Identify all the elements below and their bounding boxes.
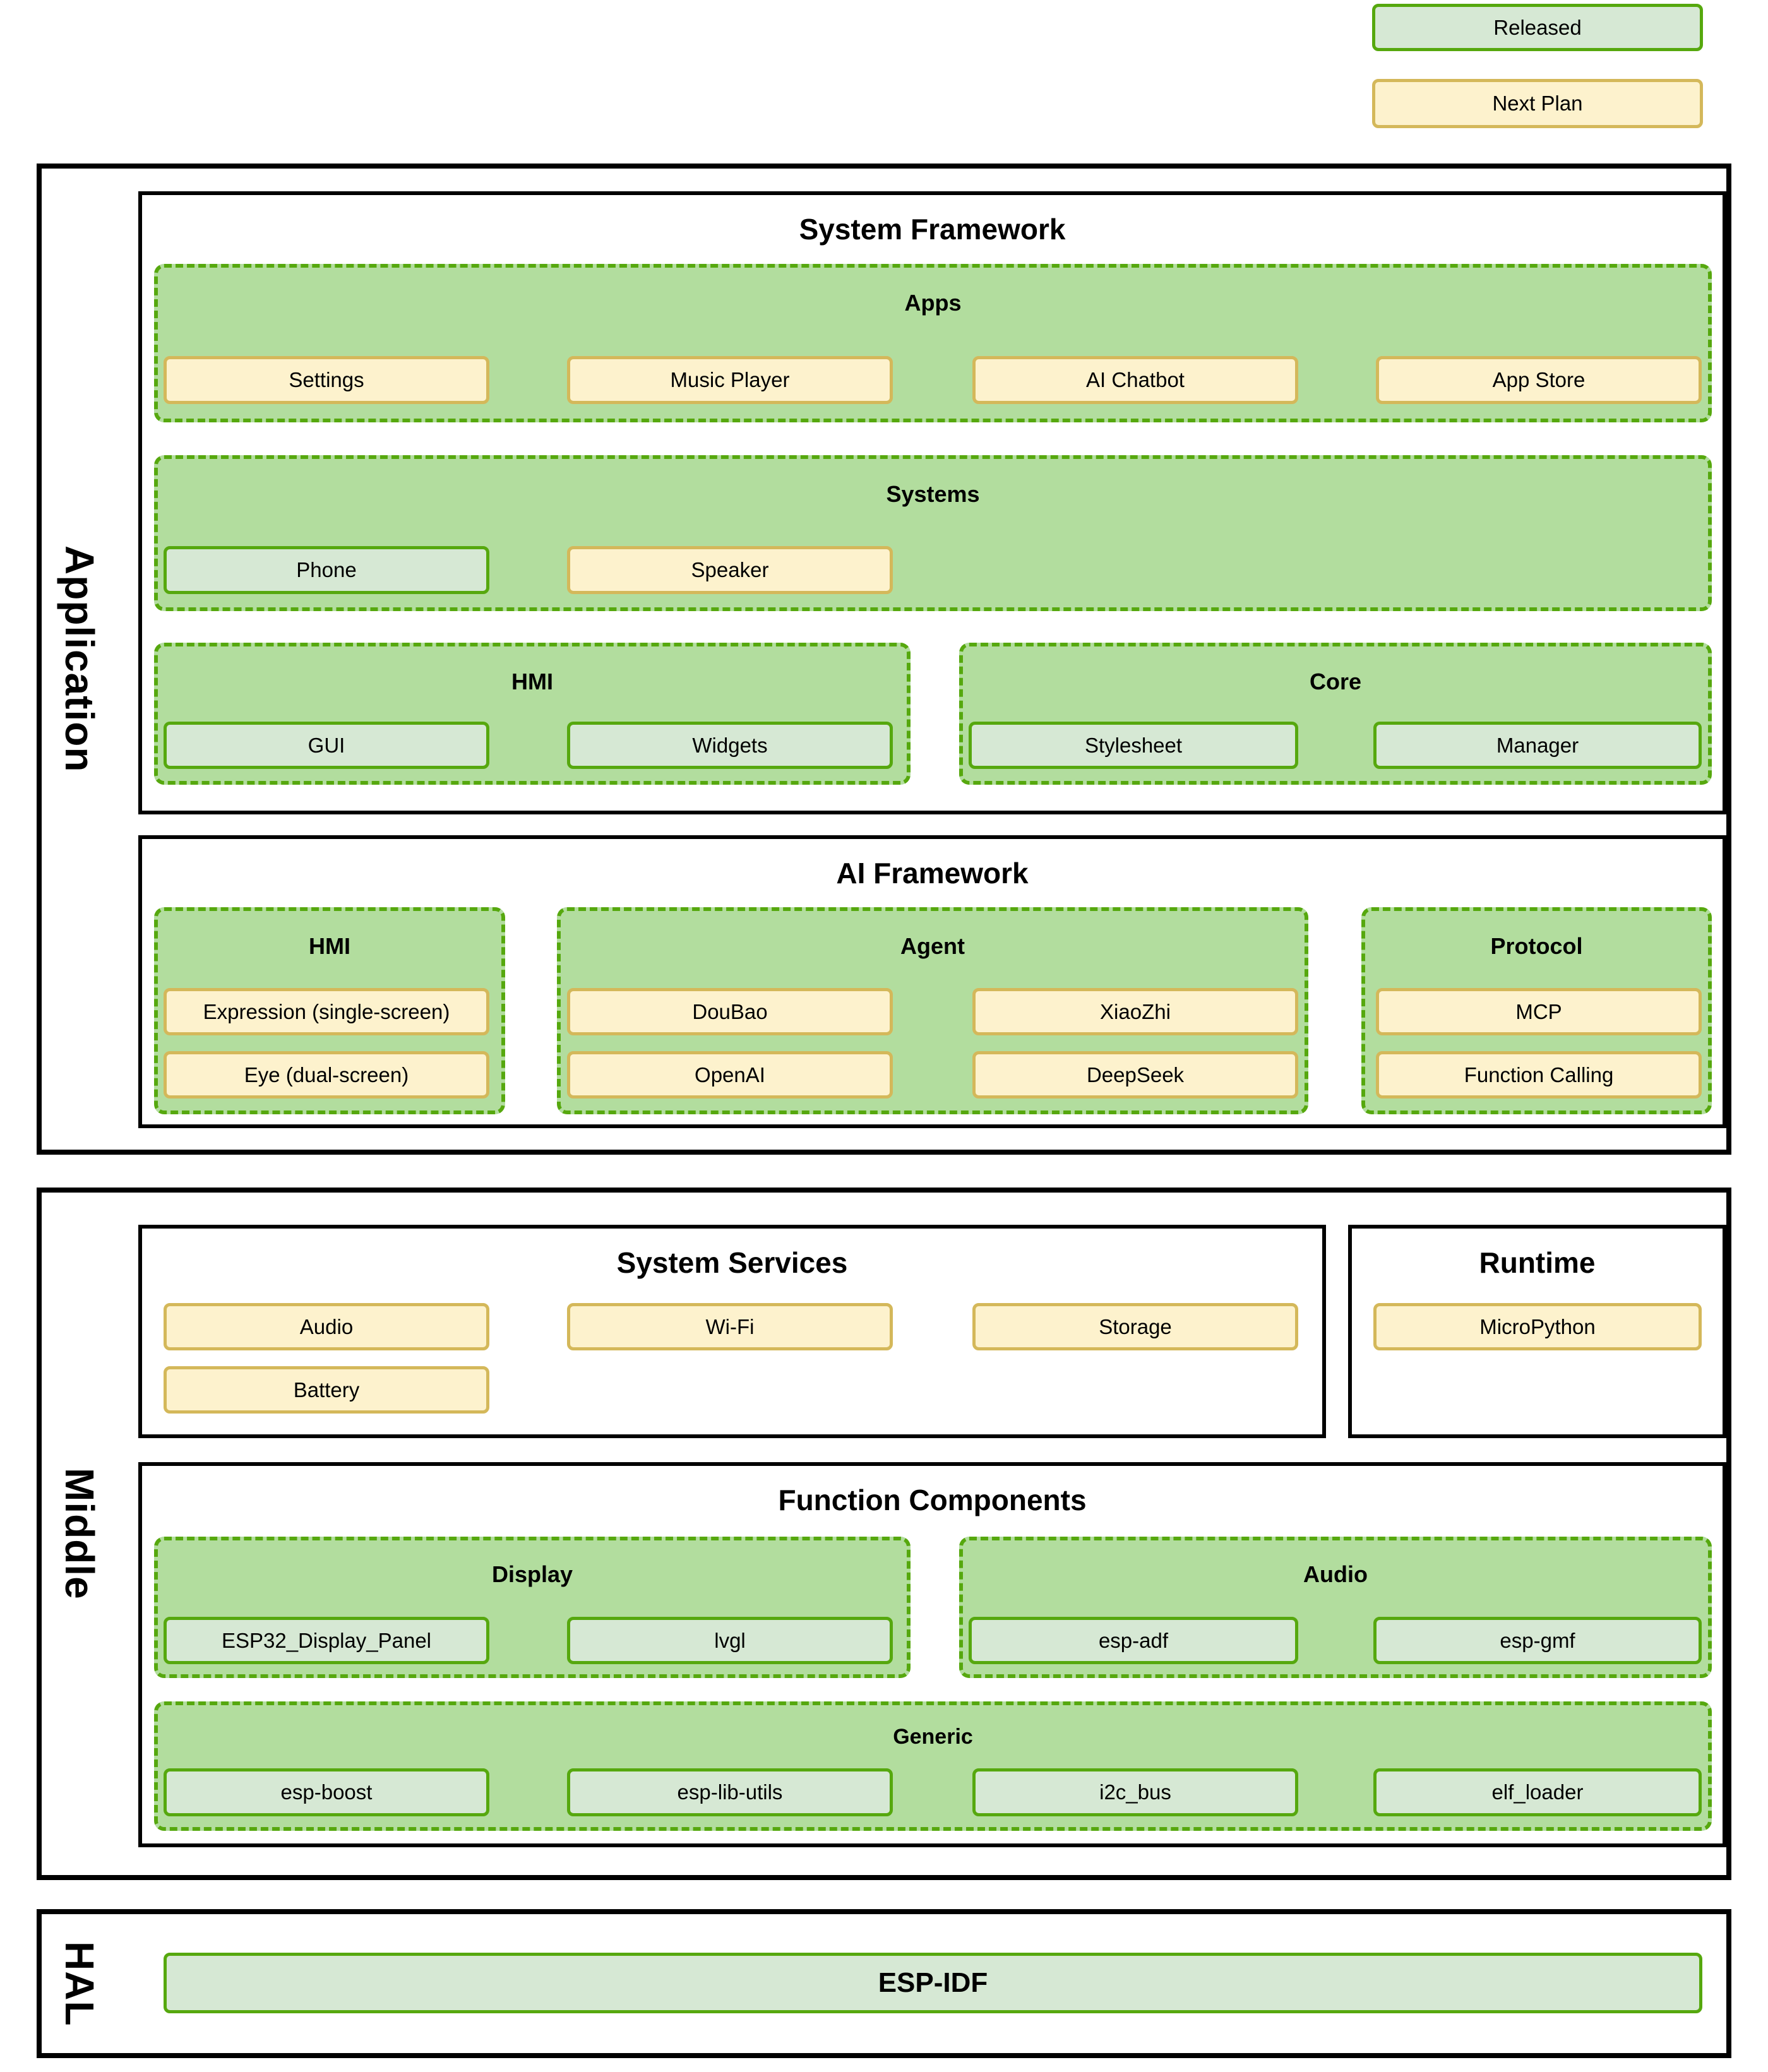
box-deepseek: DeepSeek: [972, 1051, 1298, 1099]
box-doubao: DouBao: [567, 988, 893, 1035]
box-expression-single-screen: Expression (single-screen): [164, 988, 489, 1035]
box-ai-chatbot: AI Chatbot: [972, 356, 1298, 404]
legend-next-plan-box: Next Plan: [1372, 79, 1703, 128]
legend-released-box: Released: [1372, 4, 1703, 51]
group-title-systems: Systems: [886, 481, 980, 507]
box-elf-loader: elf_loader: [1373, 1768, 1702, 1816]
group-title-core: Core: [1309, 669, 1362, 694]
group-title-apps: Apps: [904, 290, 962, 316]
section-title-runtime: Runtime: [1479, 1246, 1596, 1279]
box-function-calling: Function Calling: [1376, 1051, 1702, 1099]
section-title-ai-framework: AI Framework: [836, 857, 1029, 890]
box-xiaozhi: XiaoZhi: [972, 988, 1298, 1035]
box-openai: OpenAI: [567, 1051, 893, 1099]
box-esp-gmf: esp-gmf: [1373, 1617, 1702, 1664]
layer-label-middle: Middle: [57, 1468, 102, 1600]
box-micropython: MicroPython: [1373, 1303, 1702, 1350]
group-title-hmi: HMI: [511, 669, 553, 694]
box-i2c-bus: i2c_bus: [972, 1768, 1298, 1816]
box-esp-adf: esp-adf: [969, 1617, 1298, 1664]
group-title-ai-hmi: HMI: [309, 933, 350, 959]
box-widgets: Widgets: [567, 722, 893, 769]
layer-label-hal: HAL: [57, 1941, 102, 2027]
box-esp-boost: esp-boost: [164, 1768, 489, 1816]
box-lvgl: lvgl: [567, 1617, 893, 1664]
layer-label-application: Application: [57, 545, 102, 773]
box-settings: Settings: [164, 356, 489, 404]
box-stylesheet: Stylesheet: [969, 722, 1298, 769]
box-audio-service: Audio: [164, 1303, 489, 1350]
section-title-system-framework: System Framework: [799, 213, 1066, 246]
box-mcp: MCP: [1376, 988, 1702, 1035]
box-phone: Phone: [164, 546, 489, 594]
box-battery: Battery: [164, 1366, 489, 1414]
box-eye-dual-screen: Eye (dual-screen): [164, 1051, 489, 1099]
section-title-function-components: Function Components: [778, 1484, 1087, 1516]
group-title-agent: Agent: [900, 933, 965, 959]
box-music-player: Music Player: [567, 356, 893, 404]
box-storage: Storage: [972, 1303, 1298, 1350]
box-gui: GUI: [164, 722, 489, 769]
group-title-protocol: Protocol: [1490, 933, 1583, 959]
box-esp-idf: ESP-IDF: [164, 1953, 1702, 2013]
box-app-store: App Store: [1376, 356, 1702, 404]
group-title-display: Display: [491, 1561, 573, 1587]
group-title-audio: Audio: [1303, 1561, 1368, 1587]
box-esp32-display-panel: ESP32_Display_Panel: [164, 1617, 489, 1664]
group-title-generic: Generic: [893, 1725, 973, 1749]
box-wifi: Wi-Fi: [567, 1303, 893, 1350]
box-manager: Manager: [1373, 722, 1702, 769]
section-title-system-services: System Services: [616, 1246, 848, 1279]
box-esp-lib-utils: esp-lib-utils: [567, 1768, 893, 1816]
box-speaker: Speaker: [567, 546, 893, 594]
